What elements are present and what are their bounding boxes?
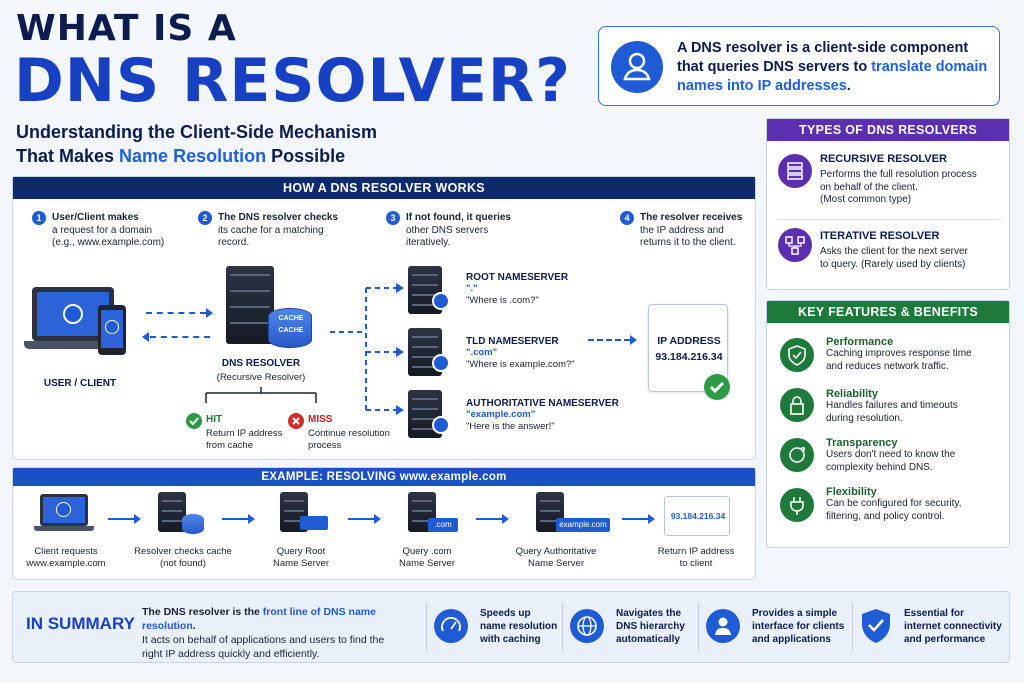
root-server-text: ROOT NAMESERVER "." "Where is .com?" — [466, 272, 569, 306]
title-line2: DNS RESOLVER? — [14, 46, 571, 116]
check-icon — [704, 374, 730, 400]
hit-title: HIT — [206, 414, 223, 425]
resolver-sublabel: (Recursive Resolver) — [216, 372, 306, 383]
plug-icon — [780, 488, 814, 522]
x-icon — [288, 413, 304, 429]
tld-server-text: TLD NAMESERVER ".com" "Where is example.… — [466, 336, 575, 370]
how-header: HOW A DNS RESOLVER WORKS — [13, 177, 755, 199]
summary-label: IN SUMMARY — [26, 614, 135, 633]
features-header: KEY FEATURES & BENEFITS — [767, 301, 1009, 323]
subtitle: Understanding the Client-Side Mechanism … — [16, 122, 378, 166]
ip-value: 93.184.216.34 — [655, 351, 723, 363]
client-label: USER / CLIENT — [43, 378, 117, 389]
lock-icon — [780, 388, 814, 422]
step-number: 1 — [32, 211, 46, 225]
arrow-right-icon — [374, 514, 381, 524]
arrow-right-icon — [630, 335, 637, 345]
step-number: 3 — [386, 211, 400, 225]
dns-resolver-server-icon — [226, 266, 274, 344]
arrow-right-icon — [206, 308, 213, 318]
definition-text: A DNS resolver is a client-side componen… — [677, 40, 988, 94]
authoritative-server-text: AUTHORITATIVE NAMESERVER "example.com" "… — [466, 398, 619, 432]
branch-lines — [205, 387, 317, 403]
resolver-server-icon — [158, 492, 186, 532]
laptop-base — [24, 341, 122, 349]
globe-icon — [432, 354, 450, 372]
definition-box: A DNS resolver is a client-side componen… — [598, 26, 1000, 106]
example-header: EXAMPLE: RESOLVING www.example.com — [13, 468, 755, 486]
query-lines — [330, 283, 404, 415]
how-it-works-panel: HOW A DNS RESOLVER WORKS — [12, 176, 756, 460]
summary-text: The DNS resolver is the front line of DN… — [142, 606, 385, 660]
type-iterative: ITERATIVE RESOLVER Asks the client for t… — [820, 230, 968, 270]
globe-icon — [432, 292, 450, 310]
user-icon — [611, 41, 663, 93]
laptop-icon — [32, 287, 114, 341]
arrow-left-icon — [142, 332, 149, 342]
user-icon — [706, 609, 740, 643]
title-line1: WHAT IS A — [16, 8, 237, 49]
type-recursive: RECURSIVE RESOLVER Performs the full res… — [820, 153, 977, 205]
cache-database-icon — [182, 514, 204, 534]
example-step-2: Resolver checks cache(not found) — [134, 546, 232, 569]
types-panel: TYPES OF DNS RESOLVERS — [766, 118, 1010, 290]
resolver-label: DNS RESOLVER — [221, 358, 301, 369]
miss-title: MISS — [308, 414, 333, 425]
shield-check-icon — [858, 606, 894, 646]
shield-check-icon — [780, 338, 814, 372]
arrow-right-icon — [134, 514, 141, 524]
arrow-right-icon — [648, 514, 655, 524]
step-number: 4 — [620, 211, 634, 225]
server-stack-icon — [778, 154, 812, 188]
arrow-right-icon — [248, 514, 255, 524]
types-header: TYPES OF DNS RESOLVERS — [767, 119, 1009, 141]
check-icon — [186, 413, 202, 429]
sync-icon — [780, 438, 814, 472]
laptop-icon — [40, 494, 88, 526]
network-icon — [778, 228, 812, 262]
arrow-right-icon — [502, 514, 509, 524]
step-number: 2 — [198, 211, 212, 225]
speedometer-icon — [434, 609, 468, 643]
phone-icon — [98, 305, 126, 355]
ip-document-icon: 93.184.216.34 — [664, 496, 730, 536]
com-tag: .com — [428, 518, 458, 532]
example-com-tag: example.com — [556, 518, 610, 532]
summary-panel — [12, 591, 1010, 663]
globe-icon — [570, 609, 604, 643]
root-tag — [300, 516, 328, 530]
globe-icon — [432, 416, 450, 434]
cache-database-icon: CACHE CACHE — [268, 308, 312, 348]
